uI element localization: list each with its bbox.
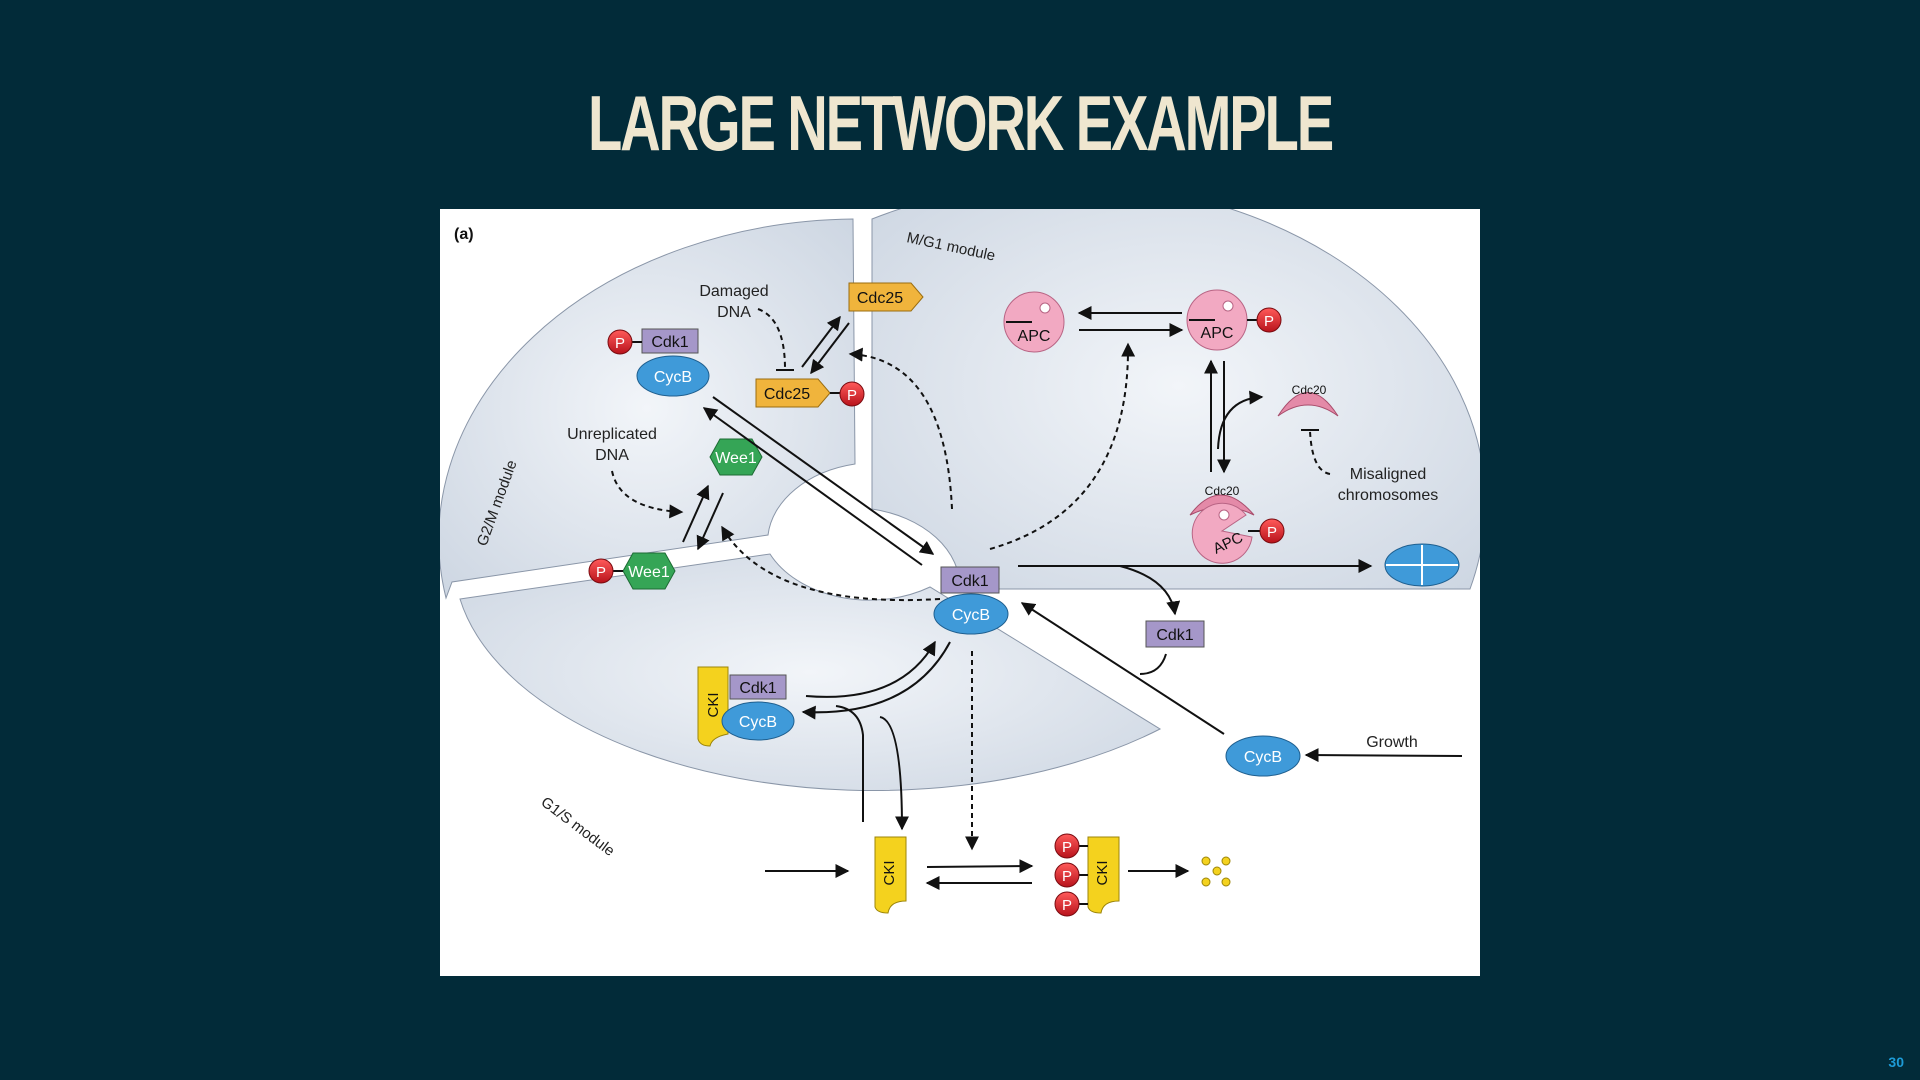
- apc-cdc20-binding-arrows: [1204, 359, 1264, 474]
- svg-text:P: P: [1264, 313, 1274, 330]
- unreplicated-dna-label-1: Unreplicated: [567, 426, 657, 443]
- free-cycb: CycB: [1225, 735, 1301, 777]
- cki-release-arrow: [805, 640, 936, 698]
- svg-text:Cdc20: Cdc20: [1205, 484, 1240, 498]
- cycb-binding-arrow: [1020, 602, 1225, 735]
- misaligned-label-1: Misaligned: [1350, 466, 1426, 483]
- svg-text:Cdc25: Cdc25: [857, 290, 903, 307]
- wee1-phospho: Wee1 P: [588, 552, 676, 590]
- misaligned-inhibition: [1309, 430, 1331, 475]
- svg-text:CycB: CycB: [654, 369, 692, 386]
- network-diagram: (a) G2/M module M/G1 module G1/S module …: [438, 182, 1486, 917]
- cdk1-activation-arrow: [712, 396, 935, 555]
- cdk1-cycb-phospho-complex: Cdk1 CycB P: [607, 328, 710, 397]
- central-to-cdc25-dashed: [848, 347, 953, 510]
- svg-text:P: P: [1267, 524, 1277, 541]
- dividing-cell-icon: [1384, 543, 1460, 587]
- cki-free: CKI: [874, 836, 907, 914]
- unreplicated-dna-arrow: [611, 470, 684, 519]
- svg-text:CKI: CKI: [705, 692, 722, 717]
- damaged-dna-label-1: Damaged: [699, 283, 768, 300]
- unreplicated-dna-label-2: DNA: [595, 447, 629, 464]
- wee1-conversion-arrows: [682, 484, 724, 551]
- cdk1-inactivation-arrow: [702, 407, 923, 566]
- growth-label: Growth: [1366, 734, 1418, 751]
- slide-title: LARGE NETWORK EXAMPLE: [587, 79, 1334, 167]
- wee1-active: Wee1: [709, 438, 763, 476]
- svg-text:P: P: [615, 335, 625, 352]
- apc-cdc20-complex: Cdc20 APC P: [1189, 484, 1285, 564]
- cdc25-conversion-arrows: [801, 315, 850, 375]
- degradation-products-icon: [1201, 856, 1231, 887]
- svg-text:Cdk1: Cdk1: [651, 334, 688, 351]
- cki-sequester-arrow: [801, 641, 951, 720]
- svg-text:Wee1: Wee1: [628, 564, 670, 581]
- svg-text:Cdc25: Cdc25: [764, 386, 810, 403]
- g1s-module-label: G1/S module: [538, 794, 618, 860]
- svg-text:Cdk1: Cdk1: [951, 573, 988, 590]
- mg1-module-sector: [871, 182, 1486, 590]
- cki-dissociation-arrow: [879, 716, 909, 831]
- central-to-apc-dashed: [989, 342, 1136, 550]
- cdc25-active: Cdc25: [848, 282, 924, 312]
- g2m-module-sector: [438, 218, 856, 600]
- svg-text:P: P: [847, 387, 857, 404]
- damaged-dna-inhibition: [757, 308, 786, 370]
- misaligned-label-2: chromosomes: [1338, 487, 1438, 504]
- apc-conversion-arrows: [1077, 306, 1184, 337]
- svg-text:CycB: CycB: [952, 607, 990, 624]
- cell-cycle-network-figure: (a) G2/M module M/G1 module G1/S module …: [438, 182, 1486, 976]
- svg-text:Cdk1: Cdk1: [739, 680, 776, 697]
- svg-text:P: P: [1062, 868, 1072, 885]
- svg-text:APC: APC: [1201, 325, 1234, 342]
- central-to-wee1-dashed: [721, 525, 941, 602]
- cki-phosphorylation-arrow: [926, 859, 1034, 874]
- cdk1-recycle-curve: [1139, 653, 1167, 675]
- svg-text:CycB: CycB: [739, 714, 777, 731]
- apc-inactive: APC: [1003, 291, 1065, 353]
- svg-text:Cdk1: Cdk1: [1156, 627, 1193, 644]
- free-cdk1: Cdk1: [1145, 620, 1205, 648]
- svg-text:P: P: [1062, 897, 1072, 914]
- svg-text:P: P: [596, 564, 606, 581]
- cdc20-free: Cdc20: [1277, 383, 1339, 417]
- cki-triple-phospho: CKI P P P: [1054, 833, 1120, 917]
- svg-text:APC: APC: [1018, 328, 1051, 345]
- damaged-dna-label-2: DNA: [717, 304, 751, 321]
- central-cdk1-cycb-complex: Cdk1 CycB: [933, 566, 1009, 635]
- cdc25-phospho: Cdc25 P: [755, 378, 865, 408]
- cki-association-curve: [835, 705, 864, 822]
- svg-text:P: P: [1062, 839, 1072, 856]
- svg-text:CKI: CKI: [1094, 860, 1111, 885]
- g1s-module-sector: [459, 553, 1162, 791]
- svg-text:Cdc20: Cdc20: [1292, 383, 1327, 397]
- panel-label: (a): [454, 226, 474, 243]
- growth-arrow: [1304, 748, 1463, 763]
- apc-active-phospho: APC P: [1186, 289, 1282, 351]
- central-to-free-cdk1-arrow: [1119, 565, 1181, 616]
- cki-cdk1-cycb-complex: CKI Cdk1 CycB: [697, 666, 795, 747]
- svg-text:CycB: CycB: [1244, 749, 1282, 766]
- svg-text:CKI: CKI: [881, 860, 898, 885]
- svg-text:Wee1: Wee1: [715, 450, 757, 467]
- page-number: 30: [1888, 1054, 1904, 1070]
